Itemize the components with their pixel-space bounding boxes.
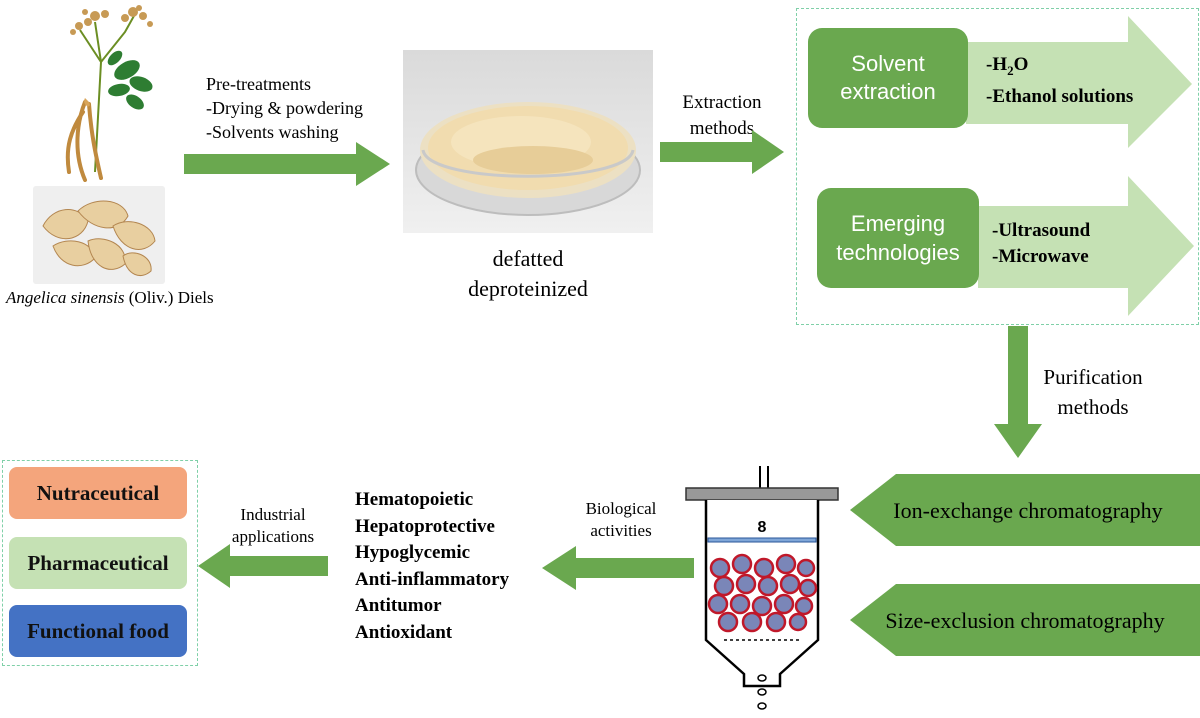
activity-item: Antitumor: [355, 595, 442, 616]
application-nutraceutical: Nutraceutical: [9, 467, 187, 519]
activities-list: Hematopoietic Hepatoprotective Hypoglyce…: [355, 487, 509, 646]
ion-exchange-arrow: [850, 474, 1200, 546]
pretreatments-label: Pre-treatments -Drying & powdering -Solv…: [206, 74, 363, 142]
ethanol-item: -Ethanol solutions: [986, 85, 1134, 107]
angelica-plant-image: [65, 5, 153, 182]
column-label: 8: [758, 519, 767, 536]
purification-methods-label: Purification methods: [1043, 365, 1143, 419]
activity-item: Hypoglycemic: [355, 542, 471, 563]
microwave-item: -Microwave: [992, 246, 1089, 267]
ultrasound-item: -Ultrasound: [992, 220, 1091, 241]
applications-panel: [2, 460, 198, 666]
industrial-applications-arrow: [198, 544, 328, 588]
powder-dish-image: [403, 50, 653, 233]
activity-item: Antioxidant: [355, 621, 453, 643]
pretreatment-arrow: [184, 142, 390, 186]
powder-caption: defatted deproteinized: [468, 246, 588, 301]
size-exclusion-label: Size-exclusion chromatography: [885, 608, 1165, 633]
activity-item: Hepatoprotective: [355, 515, 495, 537]
ion-exchange-label: Ion-exchange chromatography: [893, 498, 1163, 523]
emerging-details: -Ultrasound -Microwave: [992, 218, 1090, 270]
application-functional-food: Functional food: [9, 605, 187, 657]
solvent-extraction-box: Solvent extraction: [808, 28, 968, 128]
extraction-panel: [796, 8, 1199, 325]
activity-item: Hematopoietic: [355, 489, 474, 510]
purification-arrow: [994, 326, 1042, 458]
size-exclusion-arrow: [850, 584, 1200, 656]
biological-activities-label: Biological activities: [585, 499, 657, 540]
emerging-technologies-box: Emerging technologies: [817, 188, 979, 288]
angelica-slices-image: [33, 186, 165, 284]
chromatography-column-diagram: 8: [685, 466, 839, 710]
biological-activities-arrow: [542, 546, 694, 590]
solvent-details: -H2O -Ethanol solutions: [986, 52, 1133, 110]
source-species-caption: Angelica sinensis (Oliv.) Diels: [6, 288, 214, 307]
application-pharmaceutical: Pharmaceutical: [9, 537, 187, 589]
industrial-applications-label: Industrial applications: [231, 505, 315, 546]
h2o-item: -H2O: [986, 54, 1029, 78]
solvent-details-arrow: [966, 16, 1192, 148]
emerging-details-arrow: [978, 176, 1194, 316]
extraction-methods-label: Extraction methods: [682, 92, 762, 139]
extraction-arrow: [660, 130, 784, 174]
activity-item: Anti-inflammatory: [355, 568, 510, 590]
